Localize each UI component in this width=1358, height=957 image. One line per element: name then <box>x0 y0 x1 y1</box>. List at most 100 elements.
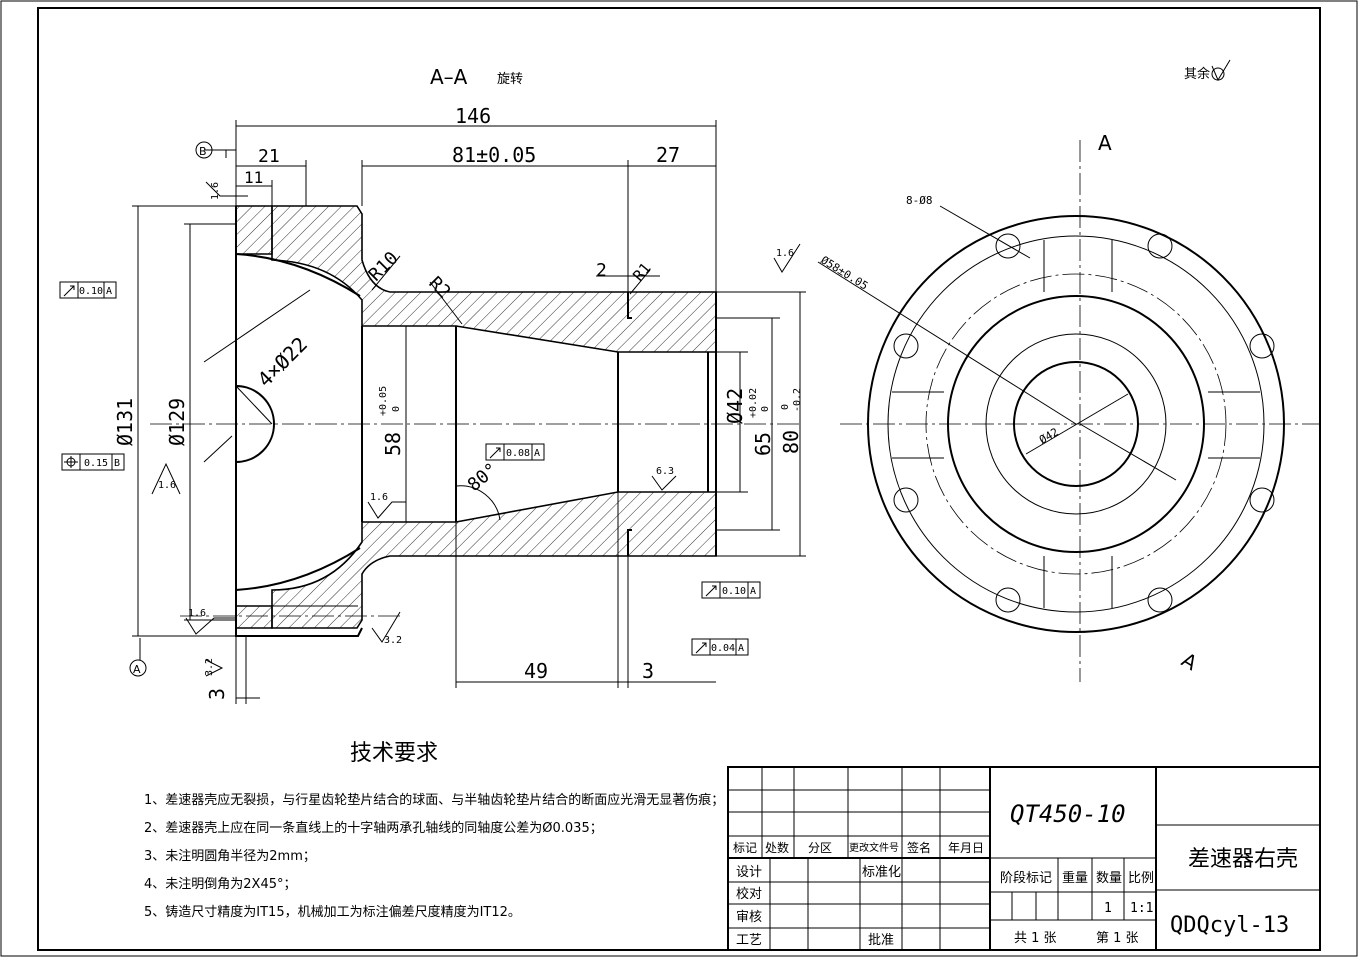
title-block: 标记 处数 分区 更改文件号 签名 年月日 设计 标准化 校对 审核 工艺 批准… <box>727 766 1321 951</box>
roughness-symbol: 1.6 <box>185 608 236 635</box>
tb-scale-val: 1:1 <box>1130 901 1153 916</box>
dim-42: Ø42 <box>723 388 747 424</box>
svg-text:A: A <box>106 286 112 297</box>
tech-req-item: 4、未注明倒角为2X45°； <box>144 877 297 892</box>
tb-date: 年月日 <box>948 841 984 855</box>
svg-text:B: B <box>199 145 207 158</box>
dimension-lines <box>132 120 806 704</box>
dim-65-tol2: 0 <box>760 406 771 412</box>
tolerance-frame: 0.04 A <box>691 638 749 656</box>
roughness-other-label: 其余 <box>1184 66 1210 82</box>
dim-80-tol: 0 <box>780 404 791 410</box>
dim-65-tol: +0.02 <box>748 388 759 418</box>
roughness-symbol: 3.2 <box>204 658 224 677</box>
hatch-left-bottom <box>235 605 273 629</box>
dim-27: 27 <box>656 143 680 167</box>
svg-text:0.10: 0.10 <box>79 286 103 297</box>
svg-text:3.2: 3.2 <box>384 635 402 646</box>
end-view: A A 8-Ø8 Ø58±0.05 Ø42 <box>817 131 1320 682</box>
dim-3b: 3 <box>205 688 229 700</box>
tb-design: 设计 <box>736 865 762 880</box>
roughness-symbol: 3.2 <box>371 611 402 646</box>
dim-58: 58 <box>381 432 405 456</box>
svg-text:A: A <box>133 663 141 676</box>
tb-stage: 阶段标记 <box>1000 871 1052 886</box>
dim-3: 3 <box>642 659 654 683</box>
tb-zone: 分区 <box>808 841 832 855</box>
tb-approve: 批准 <box>868 933 894 948</box>
svg-text:3.2: 3.2 <box>204 658 215 676</box>
dim-11: 11 <box>244 168 263 187</box>
svg-text:1.6: 1.6 <box>776 248 794 259</box>
tb-check: 校对 <box>736 886 762 902</box>
tb-sign: 签名 <box>907 840 931 855</box>
tb-mark: 标记 <box>733 841 757 855</box>
dim-58-tol: +0.05 <box>378 386 389 416</box>
tolerance-frame: 0.10 A <box>701 581 761 599</box>
roughness-symbol: 1.6 <box>151 462 181 495</box>
dim-80deg: 80° <box>464 459 502 496</box>
datum-b-symbol: B <box>195 141 213 159</box>
hatch-bottom <box>271 491 717 629</box>
roughness-symbol: 6.3 <box>651 466 677 491</box>
tolerance-frame: 0.08 A <box>485 443 545 461</box>
tech-req-title: 技术要求 <box>350 741 438 766</box>
section-view <box>150 205 800 637</box>
dim-49: 49 <box>524 659 548 683</box>
tb-sheet-no: 第 1 张 <box>1096 931 1139 946</box>
tech-req-item: 3、未注明圆角半径为2mm； <box>144 849 316 864</box>
view-label-a-bottom: A <box>1178 648 1202 676</box>
drawing-frame <box>37 7 1321 951</box>
roughness-other-icon <box>1211 59 1231 82</box>
svg-text:A: A <box>750 586 756 597</box>
tb-standard: 标准化 <box>862 865 901 880</box>
tech-req-item: 5、铸造尺寸精度为IT15，机械加工为标注偏差尺度精度为IT12。 <box>144 904 521 920</box>
dim-42-radial: Ø42 <box>1037 425 1061 446</box>
dim-65: 65 <box>751 432 775 456</box>
tb-count: 处数 <box>765 840 789 855</box>
tolerance-frame: 0.15 B <box>61 453 125 471</box>
tb-qty-val: 1 <box>1104 901 1112 916</box>
tb-material: QT450-10 <box>1010 800 1126 828</box>
svg-text:0.04: 0.04 <box>711 643 735 654</box>
tolerance-frame: 0.10 A <box>59 281 117 299</box>
svg-text:B: B <box>114 458 120 469</box>
dim-4x22: 4×Ø22 <box>253 332 313 392</box>
svg-text:A: A <box>738 643 744 654</box>
roughness-symbol: 1.6 <box>205 181 248 200</box>
roughness-symbol: 1.6 <box>367 492 406 519</box>
view-label-a: A <box>1098 131 1112 155</box>
svg-text:0.10: 0.10 <box>722 586 746 597</box>
tb-drawing-no: QDQcyl-13 <box>1170 913 1289 938</box>
hatch-left-top <box>235 205 273 255</box>
dim-80: 80 <box>779 430 803 454</box>
tb-total-sheets: 共 1 张 <box>1014 931 1057 946</box>
tb-qty: 数量 <box>1096 871 1122 886</box>
tech-req-item: 1、差速器壳应无裂损，与行星齿轮垫片结合的球面、与半轴齿轮垫片结合的断面应光滑无… <box>144 792 724 808</box>
svg-text:1.6: 1.6 <box>158 480 176 491</box>
datum-a-symbol: A <box>129 659 147 677</box>
section-title: A–A <box>430 65 468 89</box>
hatch-top <box>271 205 717 353</box>
svg-text:0.08: 0.08 <box>506 448 530 459</box>
dim-2: 2 <box>596 260 607 281</box>
dim-80-tol2: -0.2 <box>792 388 803 412</box>
svg-text:1.6: 1.6 <box>370 492 388 503</box>
tb-change: 更改文件号 <box>849 841 899 854</box>
svg-text:6.3: 6.3 <box>656 466 674 477</box>
svg-text:0.15: 0.15 <box>84 458 108 469</box>
tb-weight: 重量 <box>1062 870 1088 886</box>
svg-text:1.6: 1.6 <box>210 182 221 200</box>
dim-8-holes: 8-Ø8 <box>906 194 933 207</box>
dim-58-tol2: 0 <box>391 406 402 412</box>
dim-146: 146 <box>455 104 491 128</box>
tech-req-item: 2、差速器壳上应在同一条直线上的十字轴两承孔轴线的同轴度公差为Ø0.035； <box>144 820 603 836</box>
dim-r1: R1 <box>629 259 654 284</box>
tb-process: 工艺 <box>736 933 762 948</box>
svg-text:A: A <box>534 448 540 459</box>
dim-129: Ø129 <box>165 398 189 446</box>
svg-text:1.6: 1.6 <box>188 608 206 619</box>
dim-pcd: Ø58±0.05 <box>818 254 870 293</box>
